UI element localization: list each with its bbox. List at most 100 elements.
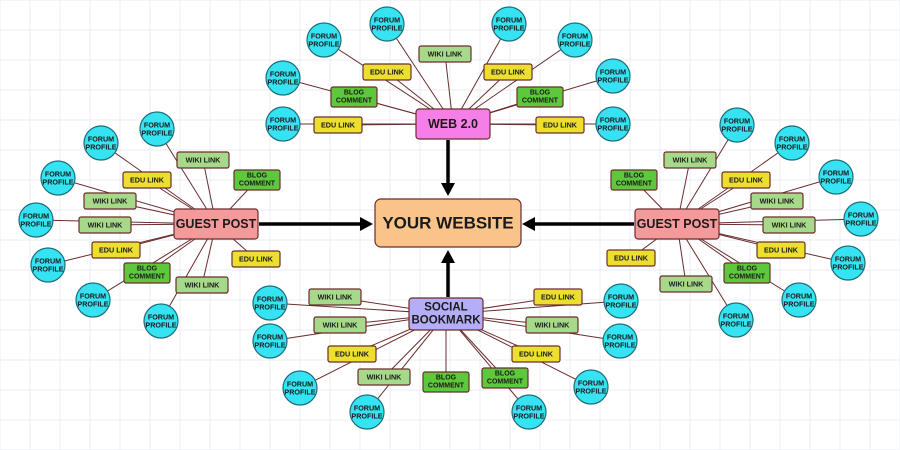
node-label: FORUM [88,134,114,143]
wiki-link-node: WIKI LINK [762,216,816,234]
edu-link-node: EDU LINK [756,241,806,259]
node-label: COMMENT [428,382,465,389]
forum-profile-circle [781,282,817,318]
connector-line [676,124,738,225]
wiki-link-node: WIKI LINK [308,288,362,306]
forum-profile-circle [774,125,810,161]
node-label: BLOG [495,371,516,378]
forum-profile-circle [83,125,119,161]
edu-link-node: EDU LINK [91,241,141,259]
node-label: FORUM [354,403,380,412]
forum-profile-circle [557,22,593,58]
blog-comment-node-box [233,169,281,191]
node-label: EDU LINK [370,68,405,77]
edu-link-node: EDU LINK [122,171,172,189]
node-label: FORUM [257,332,283,341]
node-label: PROFILE [721,125,752,134]
node-label: PROFILE [77,300,108,309]
forum-profile-circle [306,22,342,58]
node-label: EDU LINK [541,293,576,302]
node-label: WIKI LINK [88,221,124,230]
node-label: PROFILE [141,129,172,138]
forum-profile-circle [511,394,547,430]
forum-profile-circle [718,302,754,338]
node-label: WIKI LINK [772,221,808,230]
blog-comment-node-box [723,262,771,284]
node-label: BLOG [436,375,457,382]
node-label: WIKI LINK [669,280,705,289]
node-label: BLOG [737,266,758,273]
node-label: EDU LINK [729,176,764,185]
edu-link-node-box [606,249,656,267]
node-label: PROFILE [597,76,628,85]
edu-link-node-box [122,171,172,189]
wiki-link-node-box [418,45,472,63]
node-label: FORUM [80,291,106,300]
node-label: GUEST POST [637,217,718,231]
node-label: FORUM [600,115,626,124]
forum-profile-circle [719,107,755,143]
node-label: FORUM [45,169,71,178]
edu-link-node: EDU LINK [606,249,656,267]
node-label: YOUR WEBSITE [382,214,513,233]
node-label: PROFILE [254,303,285,312]
forum-profile-circle [265,106,301,142]
forum-profile-circle [595,106,631,142]
node-label: WIKI LINK [428,50,464,59]
node-label: FORUM [144,120,170,129]
forum-profile-circle [602,323,638,359]
node-label: FORUM [607,332,633,341]
node-label: WIKI LINK [318,293,354,302]
forum-profile-circle [265,60,301,96]
forum-profile-circle [573,369,609,405]
node-label: FORUM [600,67,626,76]
node-label: WEB 2.0 [428,117,478,131]
node-label: PROFILE [42,178,73,187]
node-label: FORUM [723,311,749,320]
node-label: EDU LINK [130,176,165,185]
edu-link-node-box [327,345,377,363]
guest-post-left-hub: GUEST POST [173,208,259,240]
edu-link-node-box [231,250,281,268]
node-label: EDU LINK [239,255,274,264]
edu-link-node: EDU LINK [327,345,377,363]
node-label: PROFILE [145,321,176,330]
node-label: WIKI LINK [367,373,403,382]
node-label: COMMENT [729,273,766,280]
forum-profile-circle [843,201,879,237]
node-label: FORUM [786,291,812,300]
wiki-link-node: WIKI LINK [659,275,713,293]
node-label: FORUM [311,31,337,40]
node-label: FORUM [779,134,805,143]
node-label: EDU LINK [614,254,649,263]
wiki-link-node-box [78,216,132,234]
wiki-link-node-box [175,276,229,294]
arrow [522,217,634,231]
node-label: PROFILE [513,412,544,421]
node-label: PROFILE [267,124,298,133]
node-label: PROFILE [32,265,63,274]
edu-link-node: EDU LINK [313,116,363,134]
node-label: EDU LINK [99,246,134,255]
node-label: FORUM [835,254,861,263]
node-label: BLOG [247,173,268,180]
